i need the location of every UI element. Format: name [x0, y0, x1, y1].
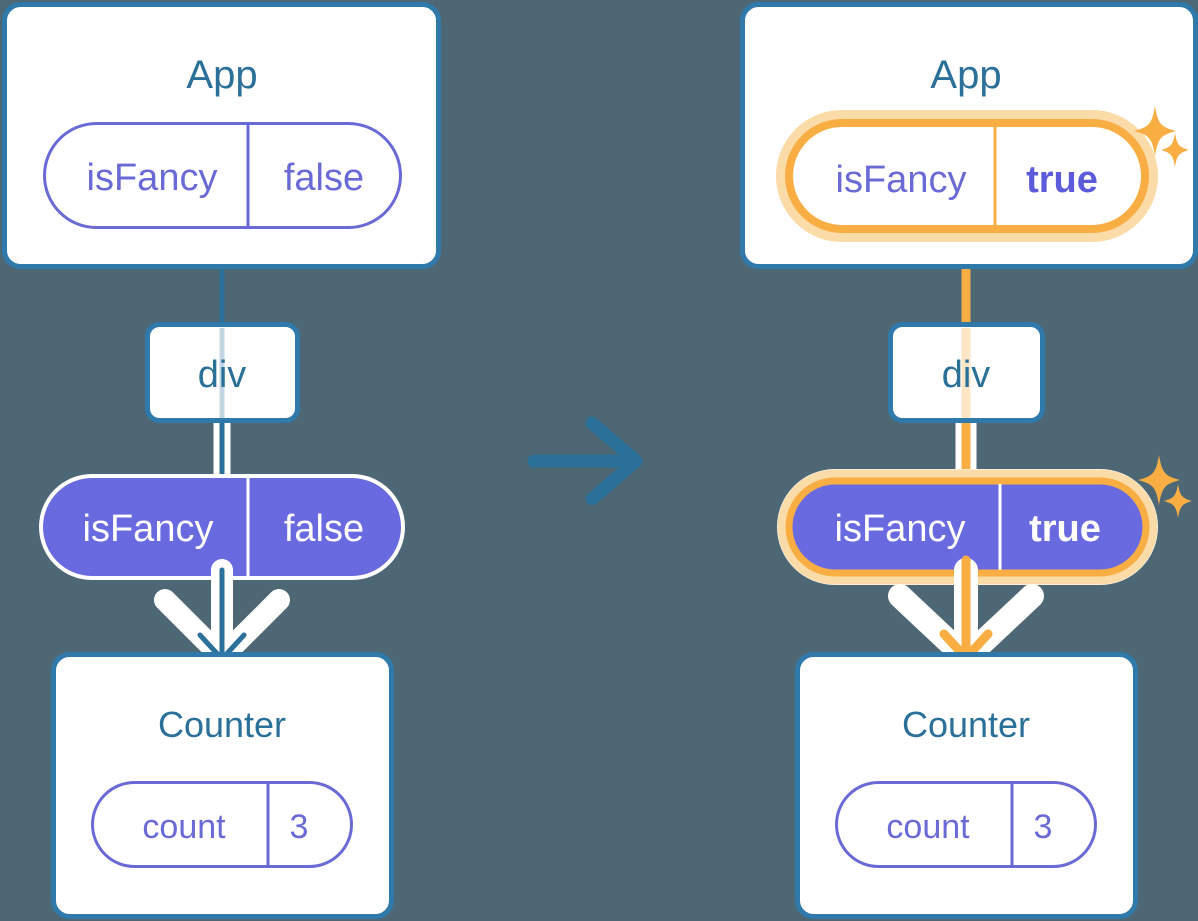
counter-state-pill [91, 781, 353, 868]
sparkle-icon-app [1134, 106, 1189, 167]
app-state-pill [43, 122, 402, 229]
app-state-pill-value: true [1026, 159, 1098, 201]
app-state-pill-glow [776, 110, 1158, 242]
counter-state-pill-name: count [886, 808, 970, 846]
sparkle-small-icon [1161, 133, 1189, 167]
box-counter-title: Counter [902, 704, 1030, 745]
sparkle-large-icon [1138, 455, 1180, 505]
counter-state-pill-value: 3 [290, 808, 309, 846]
app-state-pill-name: isFancy [836, 159, 967, 201]
box-app-title: App [186, 53, 257, 97]
sparkle-large-icon [1134, 106, 1176, 156]
app-state-pill-name: isFancy [87, 157, 218, 199]
prop-pill-value: false [284, 508, 364, 550]
box-counter-title: Counter [158, 704, 286, 745]
counter-state-pill-value: 3 [1034, 808, 1053, 846]
box-app-title: App [930, 53, 1001, 97]
prop-pill-value: true [1029, 508, 1101, 550]
box-div [145, 322, 300, 423]
box-div [888, 322, 1045, 423]
counter-state-pill [835, 781, 1097, 868]
box-div-label: div [942, 354, 991, 396]
prop-pill-name: isFancy [83, 508, 214, 550]
arrow-right-icon [527, 416, 643, 506]
app-state-pill-value: false [284, 157, 364, 199]
counter-state-pill-name: count [142, 808, 226, 846]
prop-pill [43, 478, 401, 576]
box-div-label: div [198, 354, 247, 396]
sparkle-icon-prop [1138, 455, 1192, 518]
app-state-pill-ring [785, 119, 1149, 233]
sparkle-small-icon [1164, 484, 1192, 518]
prop-pill-name: isFancy [835, 508, 966, 550]
